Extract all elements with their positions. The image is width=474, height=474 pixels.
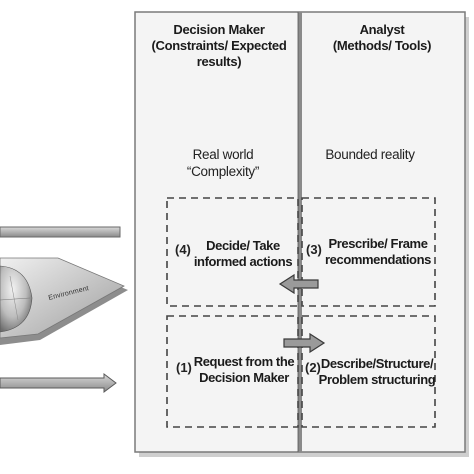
decision-maker-title-line1: Decision Maker [173, 22, 265, 37]
lower-left-arrow [0, 373, 117, 393]
decision-maker-title-line3: results) [196, 54, 242, 69]
analyst-title-line1: Analyst [359, 22, 405, 37]
analyst-title-line2: (Methods/ Tools) [332, 38, 432, 53]
arrow-to-describe [283, 332, 326, 354]
top-right-dashed-box [301, 197, 436, 307]
bottom-left-dashed-box [166, 315, 299, 428]
bounded-reality-subtitle: Bounded reality [325, 147, 415, 162]
analyst-title: Analyst (Methods/ Tools) [302, 22, 462, 54]
step4-line2: informed actions [193, 254, 293, 269]
step4-line1: Decide/ Take [206, 238, 280, 253]
arrow-to-decide [278, 273, 319, 295]
real-world-subtitle: Real world “Complexity” [148, 146, 298, 180]
step4-text: Decide/ Take informed actions [190, 238, 296, 270]
step3-text: Prescribe/ Frame recommendations [320, 236, 436, 268]
environment-graphic [0, 257, 128, 345]
step1-number: (1) [176, 360, 192, 375]
step1-text: Request from the Decision Maker [190, 354, 298, 386]
step2-number: (2) [305, 360, 321, 375]
step3-number: (3) [306, 242, 322, 257]
step1-line2: Decision Maker [199, 370, 289, 385]
upper-left-bar [0, 226, 121, 238]
step3-line1: Prescribe/ Frame [328, 236, 428, 251]
step3-line2: recommendations [325, 252, 431, 267]
real-world-line1: Real world [192, 147, 254, 162]
decision-maker-title: Decision Maker (Constraints/ Expected re… [140, 22, 298, 70]
top-left-dashed-box [166, 197, 299, 307]
step2-line1: Describe/Structure/ [320, 356, 434, 371]
decision-maker-title-line2: (Constraints/ Expected [151, 38, 287, 53]
real-world-line2: “Complexity” [186, 164, 260, 179]
step2-text: Describe/Structure/ Problem structuring [318, 356, 436, 388]
step1-line1: Request from the [193, 354, 295, 369]
step2-line2: Problem structuring [318, 372, 436, 387]
bottom-right-dashed-box [301, 315, 436, 428]
column-divider [298, 12, 302, 452]
step4-number: (4) [175, 242, 191, 257]
